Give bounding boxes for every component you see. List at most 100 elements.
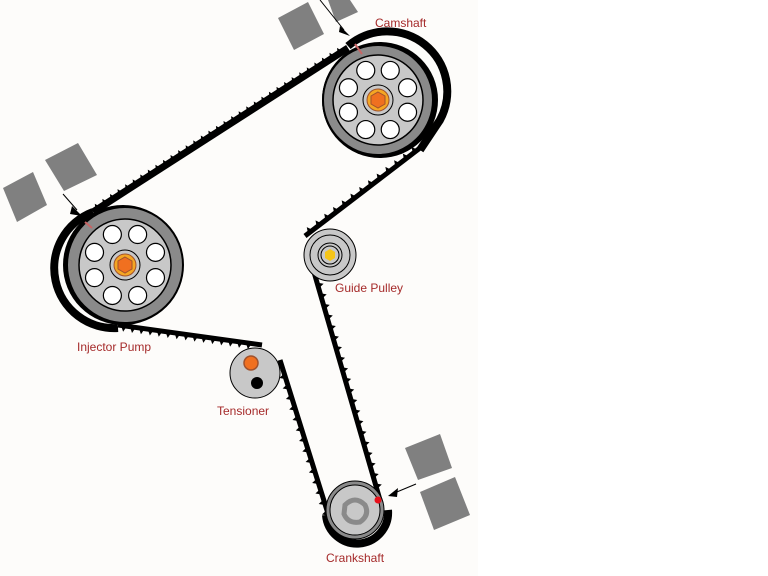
belt-tooth (329, 324, 336, 331)
camshaft-arrow-icon (339, 26, 350, 36)
belt-tooth (94, 203, 101, 211)
pulley-hole (128, 224, 148, 245)
belt-tooth (318, 499, 326, 506)
belt-tooth (375, 483, 382, 490)
belt-tooth (321, 57, 328, 65)
belt-tooth (289, 404, 296, 411)
tensioner-label: Tensioner (217, 404, 269, 418)
belt-tooth (372, 472, 379, 479)
pulley-hole (380, 119, 400, 140)
belt-tooth (350, 398, 358, 405)
belt-tooth (132, 179, 139, 187)
belt-tooth (174, 332, 181, 340)
belt-tooth (282, 383, 290, 390)
belt-tooth (341, 200, 348, 207)
belt-tooth (306, 227, 313, 234)
belt-tooth (302, 446, 309, 453)
belt-tooth (200, 135, 207, 143)
belt-tooth (120, 325, 127, 332)
belt-tooth (102, 198, 109, 206)
belt-tooth (285, 394, 293, 401)
belt-tooth (129, 326, 136, 334)
crankshaft-label: Crankshaft (326, 551, 385, 565)
camshaft-holes (338, 60, 418, 140)
pulley-hole (397, 102, 418, 122)
pulley-hole (84, 268, 105, 288)
injector-pump-pulley (63, 205, 184, 325)
belt-tooth (353, 409, 361, 416)
belt-tooth (369, 462, 376, 468)
belt-tooth (238, 111, 245, 118)
belt-tooth (356, 419, 364, 426)
belt-tooth (178, 150, 184, 157)
crankshaft-hub-icon (341, 497, 370, 525)
guide-pulley (303, 228, 357, 282)
belt-tooth (155, 164, 162, 172)
belt-tooth (394, 160, 401, 167)
belt-tooth (365, 451, 373, 458)
pulley-hole (338, 78, 359, 98)
belt-tooth (117, 189, 124, 196)
tensioner-pulley (229, 347, 281, 399)
belt-tooth (147, 329, 154, 336)
belt-tooth (219, 339, 225, 346)
belt-tooth (165, 331, 172, 338)
crankshaft-pulley (325, 480, 385, 540)
belt-tooth (284, 82, 290, 89)
crankshaft-arrow-icon (388, 488, 398, 497)
belt-tooth (292, 415, 300, 422)
belt-tooth (323, 303, 330, 310)
belt-tooth (253, 101, 260, 109)
belt-tooth (231, 116, 237, 123)
belt-tooth (402, 153, 409, 161)
belt-tooth (208, 130, 215, 138)
belt-tooth (359, 186, 366, 194)
crankshaft-timing-tool (388, 434, 470, 530)
belt-tooth (147, 169, 154, 177)
camshaft-timing-mark (354, 43, 363, 55)
injector-pump-label: Injector Pump (77, 340, 151, 354)
camshaft-hex-bolt-icon (370, 91, 386, 109)
belt-tooth (236, 341, 243, 348)
belt-tooth (315, 220, 322, 228)
belt-tooth (138, 327, 145, 335)
belt-tooth (329, 52, 336, 60)
pulley-hole (84, 242, 105, 262)
pulley-hole (102, 285, 122, 306)
belt-tooth (376, 173, 383, 181)
belt-tooth (315, 488, 323, 495)
belt-tooth (125, 184, 131, 191)
belt-wrap-crankshaft (322, 509, 393, 548)
belt-tooth (350, 193, 357, 201)
belt-run-guide-to-crank (304, 247, 383, 501)
belt-wrap-camshaft (345, 27, 452, 153)
belt-tooth (276, 86, 283, 94)
belt-tooth (185, 145, 192, 152)
pulley-hole (380, 60, 400, 81)
belt-tooth (291, 77, 298, 84)
pulley-hole (397, 78, 418, 98)
crankshaft-timing-mark (374, 496, 382, 504)
belt-run-pump-to-tensioner (117, 322, 263, 348)
belt-tooth (268, 91, 275, 99)
injector-pump-holes (84, 224, 166, 306)
guide-pulley-hex-bolt-icon (325, 249, 335, 261)
belt-tooth (201, 336, 208, 343)
belt-tooth (341, 367, 349, 373)
camshaft-timing-tool (278, 0, 358, 50)
belt-tooth (210, 337, 217, 345)
belt-tooth (335, 345, 342, 352)
belt-tooth (337, 47, 343, 55)
belt-tooth (308, 467, 316, 474)
belt-tooth (338, 356, 346, 363)
pulley-hole (338, 102, 359, 122)
belt-tooth (314, 62, 321, 70)
belt-tooth (367, 180, 374, 187)
belt-tooth (305, 457, 313, 464)
belt-tooth (192, 335, 199, 342)
belt-tooth (183, 334, 190, 341)
camshaft-pulley (322, 42, 438, 158)
pulley-hole (128, 285, 148, 306)
belt-wrap-injector-pump (50, 208, 119, 333)
